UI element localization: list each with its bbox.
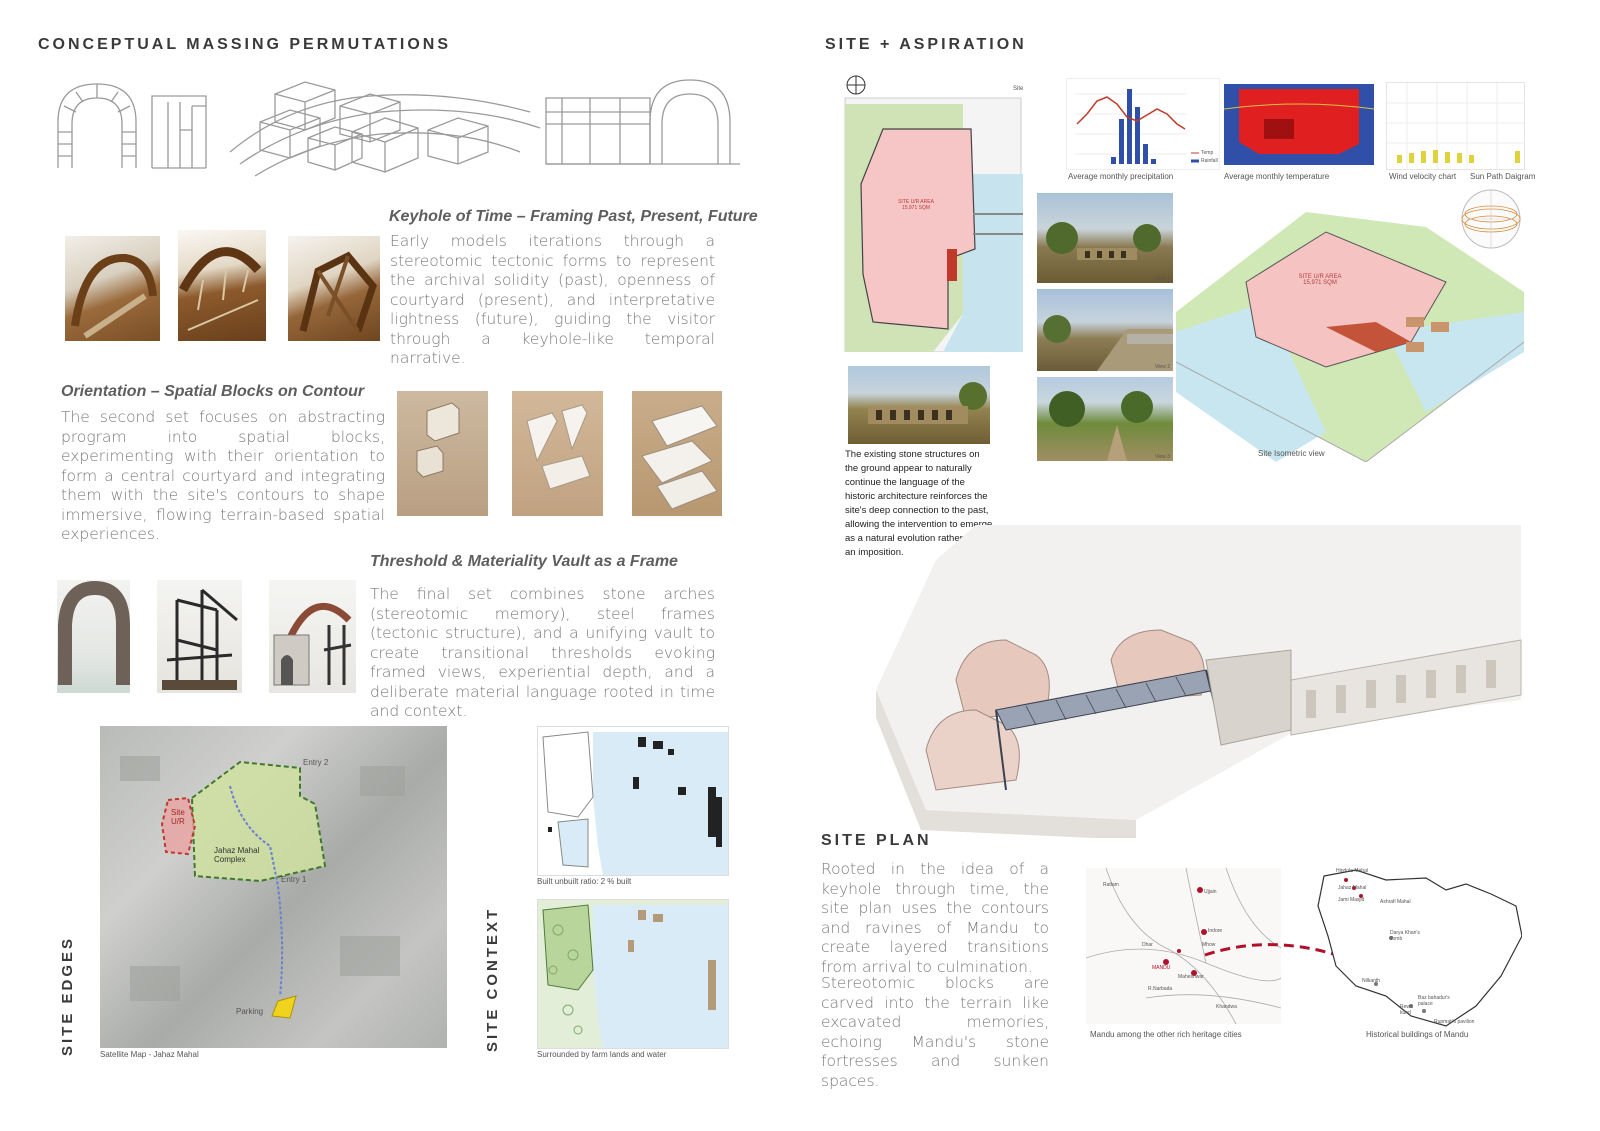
site-plan-text-1: Rooted in the idea of a keyhole through … [821,860,1049,976]
threshold-heading: Threshold & Materiality Vault as a Frame [370,553,678,570]
model-photo-arch-3 [288,236,380,341]
city-khandwa: Khandwa [1216,1004,1237,1010]
concept-sketches [57,79,740,177]
model-photo-vault [269,580,356,693]
page-title-right: SITE + ASPIRATION [825,36,1027,53]
site-plan-isometric-render [876,525,1522,838]
place-rupmati: Rupmati's pavilion [1434,1019,1475,1025]
keyhole-text: Early models iterations through a stereo… [390,232,715,367]
place-hindola: Hindola Mahal [1336,868,1368,874]
threshold-text: The final set combines stone arches (ste… [370,585,715,720]
site-plan-drawing: SITE U/R AREA 15,971 SQM Site [843,74,1024,353]
legend-rain: Rainfall [1201,158,1218,164]
iso-area-label: SITE U/R AREA 15,971 SQM [1298,274,1342,286]
site-plan-text-2: Stereotomic blocks are carved into the t… [821,974,1049,1090]
orientation-heading: Orientation – Spatial Blocks on Contour [61,383,365,400]
city-ratlam: Ratlam [1103,882,1119,888]
model-photo-stone-arch [57,580,130,693]
historical-map-caption: Historical buildings of Mandu [1366,1030,1469,1039]
site-edges-caption: Satellite Map - Jahaz Mahal [100,1050,199,1059]
model-photo-block-3 [632,391,722,516]
city-maheshwar: Maheshwar [1178,974,1204,980]
map-label-parking: Parking [236,1007,264,1016]
orientation-text: The second set focuses on abstracting pr… [61,408,385,543]
site-photo-view-1: View 1 [1037,193,1173,283]
wind-caption: Wind velocity chart [1389,172,1457,181]
site-isometric-view [1176,212,1524,462]
site-context-map-built [537,726,729,876]
site-plan-area-label: SITE U/R AREA 15,971 SQM [898,199,934,211]
iso-caption: Site Isometric view [1258,449,1325,458]
map-label-site: Site U/R [171,808,185,826]
view-tag-3: View 3 [1155,454,1170,460]
city-dhar: Dhar [1142,942,1153,948]
site-context-caption-1: Built unbuilt ratio: 2 % built [537,877,632,886]
place-ashrafi: Ashrafi Mahal [1380,899,1411,905]
view-tag-2: View 2 [1155,364,1170,370]
map-label-entry2: Entry 2 [303,758,329,767]
site-photo-view-3: View 3 [1037,377,1173,461]
place-nilkanth: Nilkanth [1362,978,1381,984]
legend-temp: Temp [1201,150,1214,156]
precip-caption: Average monthly precipitation [1068,172,1174,181]
model-photo-arch-1 [65,236,160,341]
site-plan-corner-label: Site [1013,86,1024,92]
map-connector-arrow [1204,943,1366,967]
site-photo-view-2: View 2 [1037,289,1173,371]
site-edges-label: SITE EDGES [59,935,76,1056]
city-narbada: R.Narbada [1148,986,1173,992]
city-ujjain: Ujjain [1204,889,1217,895]
site-context-map-farm [537,899,729,1049]
map-label-complex: Jahaz Mahal Complex [214,846,260,864]
place-rewa: Rewa kund [1400,1004,1413,1016]
city-mhow: Mhow [1202,942,1216,948]
historical-buildings-map [1317,869,1522,1027]
site-photo-stone-structures [848,366,990,444]
city-mandu: MANDU [1152,965,1171,971]
site-edges-map: Entry 2 Entry 1 Site U/R Jahaz Mahal Com… [100,726,447,1048]
place-baz: Baz bahadur's palace [1418,995,1450,1007]
photo-note: The existing stone structures on the gro… [845,449,993,558]
site-context-caption-2: Surrounded by farm lands and water [537,1050,667,1059]
temp-caption: Average monthly temperature [1224,172,1330,181]
heritage-cities-map: Ratlam Ujjain Indore Dhar Mhow MANDU Mah… [1085,867,1282,1025]
place-jahaz: Jahaz Mahal [1338,885,1367,891]
page-title-left: CONCEPTUAL MASSING PERMUTATIONS [38,36,452,53]
map-label-entry1: Entry 1 [281,875,307,884]
precipitation-chart: Temp Rainfall [1066,78,1220,170]
heritage-map-caption: Mandu among the other rich heritage citi… [1090,1030,1242,1039]
city-indore: Indore [1208,928,1223,934]
precipitation-chart-svg [1075,89,1199,164]
sun-path-diagram [1461,189,1521,249]
keyhole-heading: Keyhole of Time – Framing Past, Present,… [389,208,758,225]
place-darya: Darya Khan's Tomb [1390,930,1420,942]
temperature-heatmap [1223,84,1375,165]
site-context-label: SITE CONTEXT [484,906,501,1052]
model-photo-steel-frame [157,580,242,693]
model-photo-block-1 [397,391,488,516]
model-photo-arch-2 [178,230,266,341]
model-photo-block-2 [512,391,603,516]
site-plan-title: SITE PLAN [821,832,932,849]
sun-caption: Sun Path Daigram [1470,172,1536,181]
place-jami: Jami Masjid [1338,897,1365,903]
wind-velocity-chart [1386,82,1525,170]
view-tag-1: View 1 [1155,276,1170,282]
